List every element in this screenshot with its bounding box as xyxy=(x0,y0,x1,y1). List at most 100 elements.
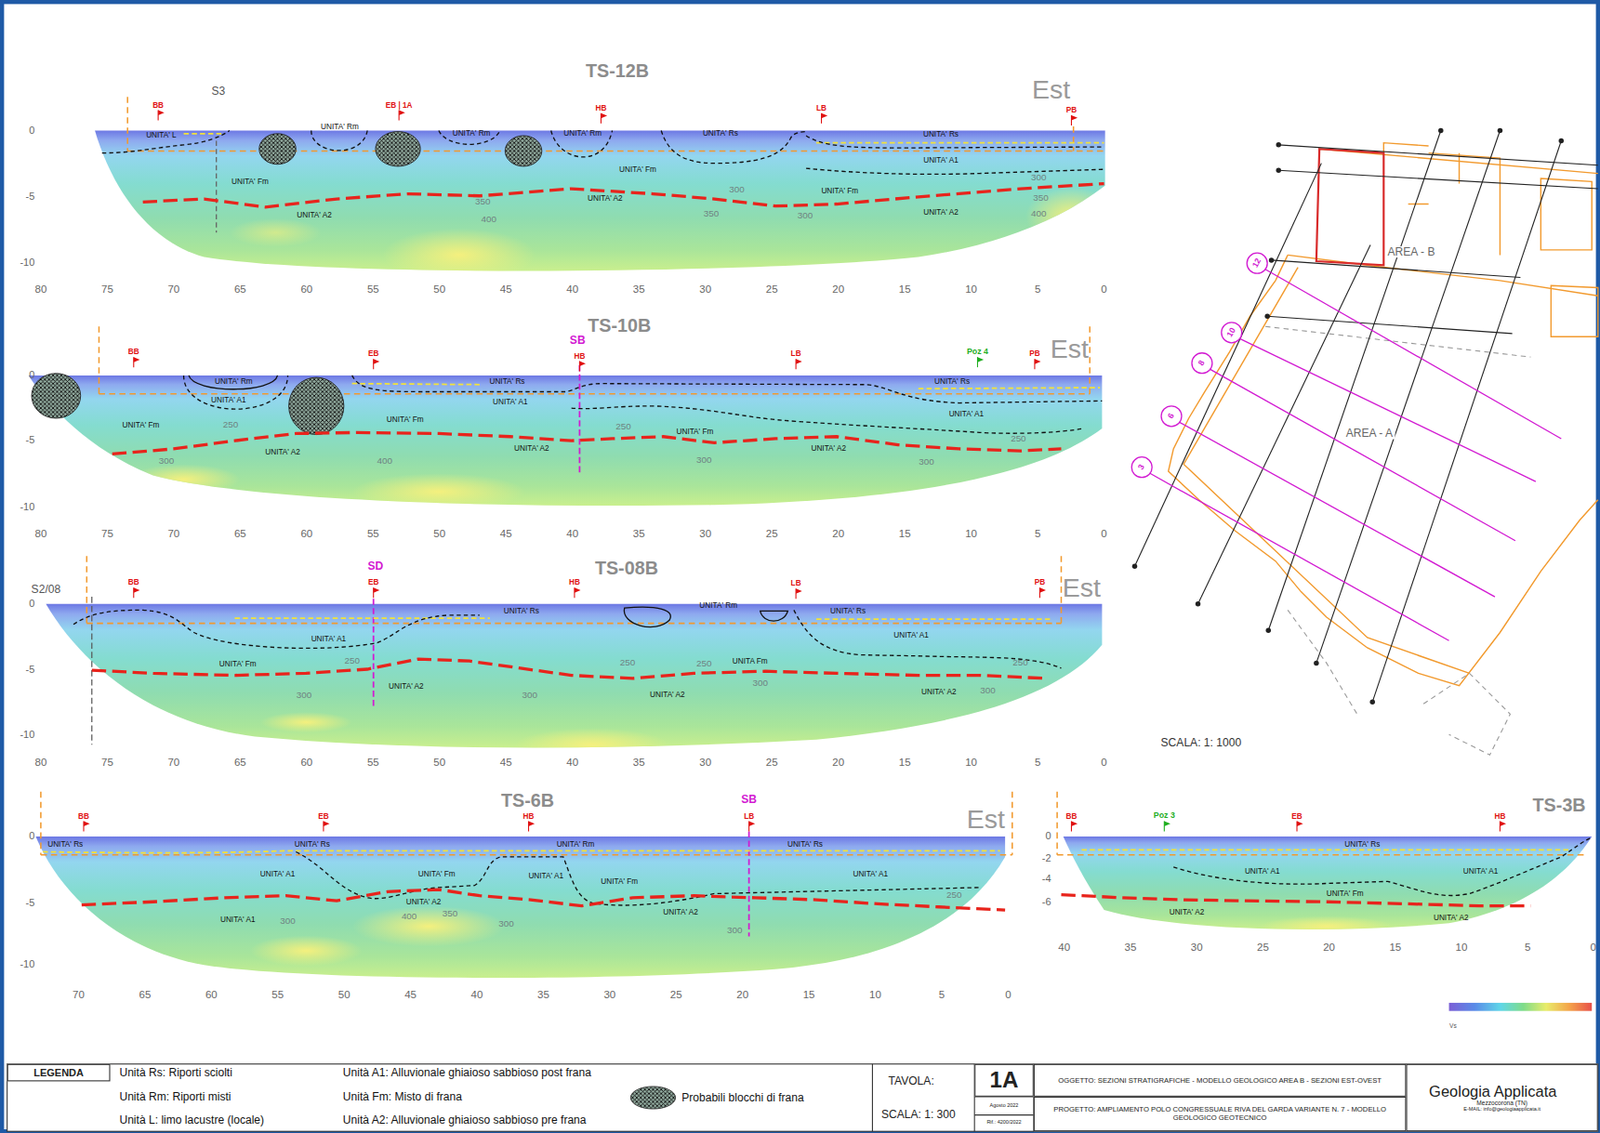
marker-flag xyxy=(795,358,803,364)
box-text: 1A xyxy=(990,1067,1019,1094)
site-plan xyxy=(1276,142,1282,147)
unit-label: UNITA' A2 xyxy=(296,211,332,219)
site-plan xyxy=(1423,673,1510,755)
section-ts08b xyxy=(234,618,1051,620)
marker-label: EB xyxy=(368,350,379,358)
site-plan xyxy=(1150,269,1561,642)
section-ts6b xyxy=(35,836,1005,979)
site-plan xyxy=(1287,254,1599,296)
section-ts6b xyxy=(748,832,751,938)
unit-label: UNITA' Fm xyxy=(1326,889,1364,898)
marker-flag xyxy=(821,113,829,119)
section-ts12b xyxy=(229,187,1118,282)
site-plan xyxy=(1265,326,1531,358)
marker-label: EB xyxy=(317,812,329,820)
unit-label: UNITA' A2 xyxy=(810,445,847,453)
site-plan xyxy=(1195,601,1201,607)
section-ts6b xyxy=(250,935,363,966)
site-plan xyxy=(1316,148,1384,265)
marker-flag xyxy=(1071,821,1078,833)
section-ts12b xyxy=(504,135,543,167)
distance-tick: 20 xyxy=(736,989,749,1001)
well-label: Poz 4 xyxy=(966,347,989,357)
section-ts08b xyxy=(260,712,669,762)
contour-value: 400 xyxy=(377,456,393,466)
section-ts12b xyxy=(383,228,537,282)
unit-label: UNITA' Fm xyxy=(676,427,715,436)
site-plan xyxy=(1265,326,1531,755)
distance-tick: 50 xyxy=(433,756,446,768)
marker-flag xyxy=(83,821,91,827)
section-ts12b xyxy=(184,133,1105,144)
distance-tick: 30 xyxy=(603,989,616,1001)
box-text: Mezzocorona (TN) xyxy=(1476,1100,1528,1109)
distance-tick: 70 xyxy=(167,283,180,295)
section-ts12b xyxy=(816,142,1105,145)
marker-flag xyxy=(133,587,141,598)
marker-flag xyxy=(158,110,165,116)
unit-label: UNITA' Rs xyxy=(830,607,866,615)
contour-value: 250 xyxy=(615,422,631,432)
unit-label: UNITA' A1 xyxy=(852,871,888,879)
legend-entry: Unità L: limo lacustre (locale) xyxy=(119,1114,265,1126)
distance-tick: 70 xyxy=(72,989,85,1001)
section-ts10b xyxy=(98,326,101,394)
section-ts12b xyxy=(215,140,217,233)
section-ts08b xyxy=(623,607,671,627)
marker-flag xyxy=(398,110,406,121)
distance-tick: 55 xyxy=(367,528,380,540)
section-ts12b xyxy=(551,130,613,157)
site-plan xyxy=(1278,145,1599,166)
site-plan xyxy=(1191,353,1213,374)
site-plan xyxy=(1132,563,1138,569)
site-plan xyxy=(1316,130,1501,663)
distance-tick: 25 xyxy=(670,989,683,1001)
unit-label: UNITA' Rs xyxy=(1344,841,1380,849)
box-text: LEGENDA xyxy=(33,1067,84,1080)
contour-value: 300 xyxy=(979,686,995,696)
unit-label: UNITA' A1 xyxy=(311,634,347,643)
section-ts08b xyxy=(515,728,669,762)
distance-tick: 15 xyxy=(899,283,912,295)
legend-entry: Unità Fm: Misto di frana xyxy=(343,1091,463,1103)
section-ts12b xyxy=(143,184,1105,208)
site-plan xyxy=(1428,153,1501,256)
marker-flag xyxy=(1499,821,1507,833)
marker-flag xyxy=(133,587,141,593)
marker-flag xyxy=(1034,358,1042,370)
contour-value: 300 xyxy=(1031,172,1046,183)
section-ts10b xyxy=(352,473,527,511)
unit-label: UNITA' A2 xyxy=(1169,908,1205,916)
depth-tick: -5 xyxy=(26,191,36,202)
marker-flag xyxy=(133,357,141,368)
section-ts12b xyxy=(311,130,368,150)
marker-flag xyxy=(373,587,381,593)
marker-label: HB xyxy=(523,812,535,820)
title-block xyxy=(974,1114,1034,1116)
distance-tick: 30 xyxy=(699,756,712,768)
section-title: TS-6B xyxy=(501,792,555,811)
depth-tick: 0 xyxy=(28,125,35,136)
site-plan xyxy=(1221,322,1243,344)
section-title: TS-3B xyxy=(1533,795,1587,815)
legend-entry: Probabili blocchi di frana xyxy=(681,1092,805,1104)
marker-label: PB xyxy=(1034,579,1045,587)
depth-tick: 0 xyxy=(1044,832,1051,843)
section-ts12b xyxy=(259,132,543,167)
marker-flag xyxy=(323,821,331,833)
marker-flag xyxy=(1039,587,1046,598)
distance-tick: 70 xyxy=(167,528,180,540)
marker-label: EB | 1A xyxy=(385,101,413,109)
contour-value: 300 xyxy=(296,691,312,701)
distance-tick: 0 xyxy=(1100,283,1107,295)
distance-tick: 5 xyxy=(1034,756,1041,768)
sheet-field: SCALA: 1: 300 xyxy=(881,1110,956,1122)
unit-label: UNITA' A1 xyxy=(893,632,929,640)
unit-label: UNITA' Fm xyxy=(418,871,456,879)
section-ts10b xyxy=(571,406,1085,434)
legend-entry: Unità A2: Alluvionale ghiaioso sabbioso … xyxy=(343,1114,587,1126)
section-ts6b xyxy=(39,792,42,856)
distance-tick: 20 xyxy=(1322,941,1336,953)
section-ts08b xyxy=(1060,555,1063,623)
